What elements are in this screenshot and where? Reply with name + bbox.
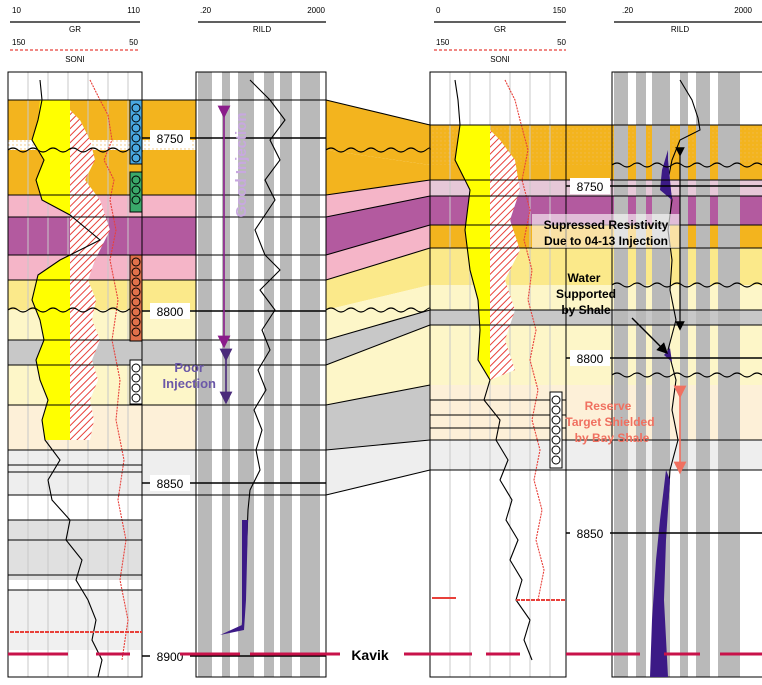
reserve-label-3: by Bay Shale (575, 431, 650, 445)
depth-label: 8750 (577, 180, 604, 194)
soni-left-min: 150 (12, 38, 26, 47)
perforation-circles-left (131, 103, 141, 403)
gr-fill-right (455, 125, 520, 380)
soni-left-name: SONI (65, 55, 85, 64)
water-label-1: Water (568, 271, 601, 285)
soni-right-name: SONI (490, 55, 510, 64)
rild-right-max: 2000 (734, 6, 752, 15)
good-injection-label: Good Injection (233, 113, 250, 218)
track-bottom-markers (10, 597, 566, 633)
poor-injection-annotation: Poor Injection (163, 348, 233, 405)
soni-left-max: 50 (129, 38, 138, 47)
rild-left-name: RILD (253, 25, 271, 34)
rild-left-min: .20 (200, 6, 212, 15)
track-1 (8, 72, 142, 677)
depth-label: 8800 (577, 352, 604, 366)
depth-label: 8850 (157, 477, 184, 491)
header-rild-right: .20 2000 RILD (614, 6, 762, 34)
depth-label: 8850 (577, 527, 604, 541)
gr-right-min: 0 (436, 6, 441, 15)
wavy-boundaries (7, 147, 762, 378)
header-gr-left: 10 GR 110 (10, 6, 141, 34)
rild-right-name: RILD (671, 25, 689, 34)
depth-label: 8900 (157, 650, 184, 664)
depth-scale-right: 8750 8800 8850 (566, 178, 762, 541)
soni-right-max: 50 (557, 38, 566, 47)
track-2 (196, 72, 326, 677)
gr-right-name: GR (494, 25, 506, 34)
rild-right-min: .20 (622, 6, 634, 15)
gr-left-name: GR (69, 25, 81, 34)
header-soni-right: 150 50 SONI (434, 38, 567, 64)
gr-left-min: 10 (12, 6, 21, 15)
perforations-right (549, 391, 563, 469)
header-rild-left: .20 2000 RILD (198, 6, 326, 34)
rild-left-max: 2000 (307, 6, 325, 15)
poor-injection-label-1: Poor (174, 360, 204, 375)
gr-left-max: 110 (127, 6, 140, 15)
suppressed-label-1: Supressed Resistivity (544, 218, 669, 232)
suppressed-label-2: Due to 04-13 Injection (544, 234, 668, 248)
reserve-target-annotation: Reserve Target Shielded by Bay Shale (565, 385, 687, 475)
good-injection-annotation: Good Injection (217, 105, 250, 349)
reserve-label-2: Target Shielded (565, 415, 654, 429)
gr-curve-right (454, 79, 545, 661)
suppressed-resistivity-annotation: Supressed Resistivity Due to 04-13 Injec… (532, 147, 685, 331)
gr-right-max: 150 (553, 6, 567, 15)
water-supported-annotation: Water Supported by Shale (556, 271, 668, 354)
depth-label: 8750 (157, 132, 184, 146)
water-label-2: Supported (556, 287, 616, 301)
rild-fill-left (220, 520, 248, 635)
water-label-3: by Shale (561, 303, 611, 317)
header-gr-right: 0 150 GR (434, 6, 567, 34)
depth-scale-left: 8750 8800 8850 8900 (142, 130, 326, 664)
header-soni-left: 150 50 SONI (10, 38, 140, 64)
poor-injection-label-2: Injection (163, 376, 217, 391)
soni-right-min: 150 (436, 38, 450, 47)
kavik-label: Kavik (351, 647, 389, 663)
rild-curve-left (241, 79, 286, 631)
reserve-label-1: Reserve (585, 399, 632, 413)
gr-fill-left (32, 100, 110, 440)
depth-label: 8800 (157, 305, 184, 319)
